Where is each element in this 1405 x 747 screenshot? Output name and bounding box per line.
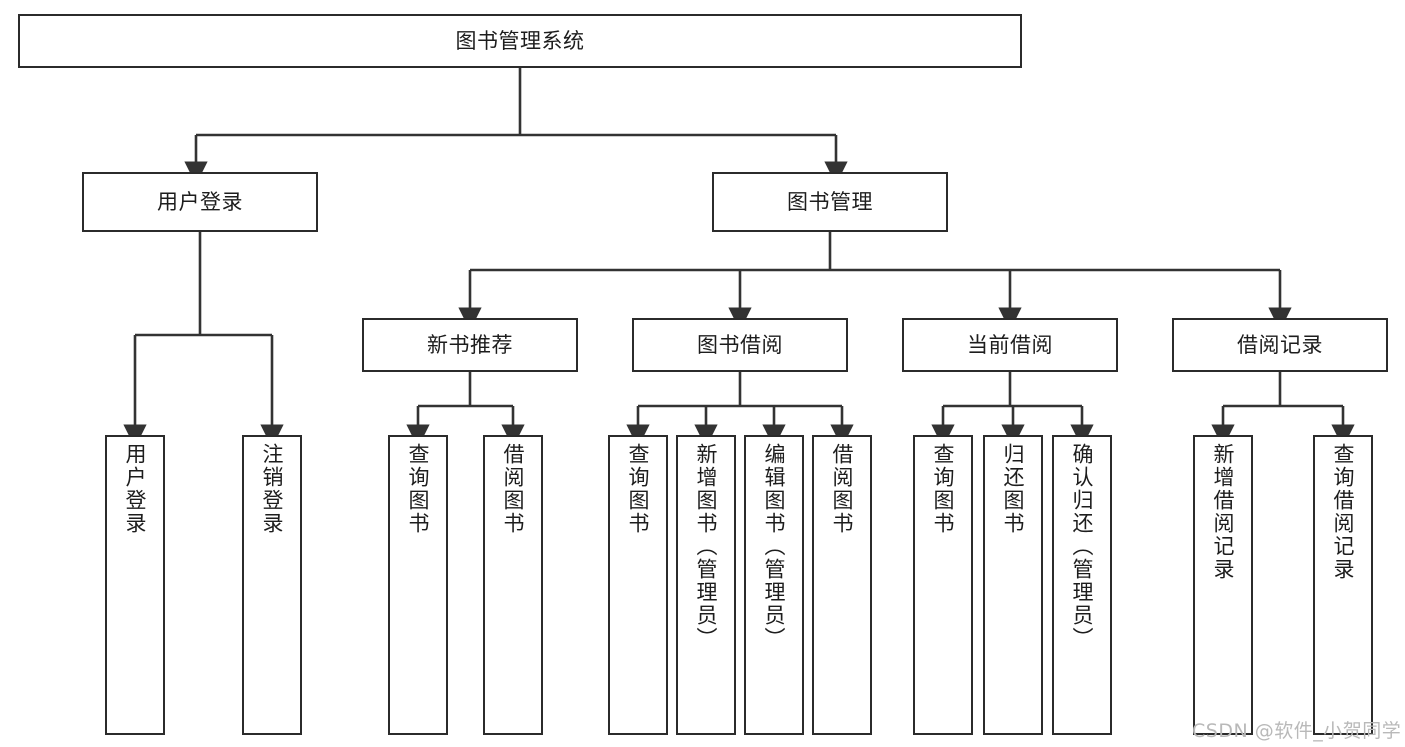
node-leaf-add-record-label: 新增借阅记录 [1211, 443, 1236, 581]
node-user-login[interactable]: 用户登录 [82, 172, 318, 232]
node-leaf-borrow-book-1-label: 借阅图书 [501, 443, 526, 535]
node-new-book-rec[interactable]: 新书推荐 [362, 318, 578, 372]
node-leaf-return-book[interactable]: 归还图书 [983, 435, 1043, 735]
node-leaf-user-login[interactable]: 用户登录 [105, 435, 165, 735]
node-leaf-borrow-book-2[interactable]: 借阅图书 [812, 435, 872, 735]
node-leaf-query-record-label: 查询借阅记录 [1331, 443, 1356, 581]
node-leaf-user-login-label: 用户登录 [123, 443, 148, 535]
node-leaf-confirm-return[interactable]: 确认归还（管理员） [1052, 435, 1112, 735]
node-leaf-confirm-return-label: 确认归还（管理员） [1070, 443, 1095, 650]
node-leaf-edit-book-label: 编辑图书（管理员） [762, 443, 787, 650]
node-borrow-record[interactable]: 借阅记录 [1172, 318, 1388, 372]
node-leaf-add-record[interactable]: 新增借阅记录 [1193, 435, 1253, 735]
node-book-manage[interactable]: 图书管理 [712, 172, 948, 232]
node-book-manage-label: 图书管理 [787, 189, 873, 214]
node-leaf-query-book-1-label: 查询图书 [406, 443, 431, 535]
node-leaf-add-book[interactable]: 新增图书（管理员） [676, 435, 736, 735]
node-book-borrow[interactable]: 图书借阅 [632, 318, 848, 372]
node-leaf-borrow-book-2-label: 借阅图书 [830, 443, 855, 535]
node-leaf-edit-book[interactable]: 编辑图书（管理员） [744, 435, 804, 735]
node-leaf-logout-label: 注销登录 [260, 443, 285, 535]
node-leaf-query-book-1[interactable]: 查询图书 [388, 435, 448, 735]
node-leaf-return-book-label: 归还图书 [1001, 443, 1026, 535]
node-leaf-query-book-2[interactable]: 查询图书 [608, 435, 668, 735]
node-leaf-query-book-3-label: 查询图书 [931, 443, 956, 535]
node-current-borrow[interactable]: 当前借阅 [902, 318, 1118, 372]
node-leaf-query-book-2-label: 查询图书 [626, 443, 651, 535]
node-current-borrow-label: 当前借阅 [967, 332, 1053, 357]
node-root-label: 图书管理系统 [455, 28, 585, 53]
node-leaf-borrow-book-1[interactable]: 借阅图书 [483, 435, 543, 735]
node-borrow-record-label: 借阅记录 [1237, 332, 1323, 357]
node-book-borrow-label: 图书借阅 [697, 332, 783, 357]
csdn-watermark: CSDN @软件_小贺同学 [1192, 720, 1402, 742]
node-user-login-label: 用户登录 [157, 189, 243, 214]
node-new-book-rec-label: 新书推荐 [427, 332, 513, 357]
node-root[interactable]: 图书管理系统 [18, 14, 1022, 68]
node-leaf-query-book-3[interactable]: 查询图书 [913, 435, 973, 735]
node-leaf-add-book-label: 新增图书（管理员） [694, 443, 719, 650]
node-leaf-query-record[interactable]: 查询借阅记录 [1313, 435, 1373, 735]
node-leaf-logout[interactable]: 注销登录 [242, 435, 302, 735]
